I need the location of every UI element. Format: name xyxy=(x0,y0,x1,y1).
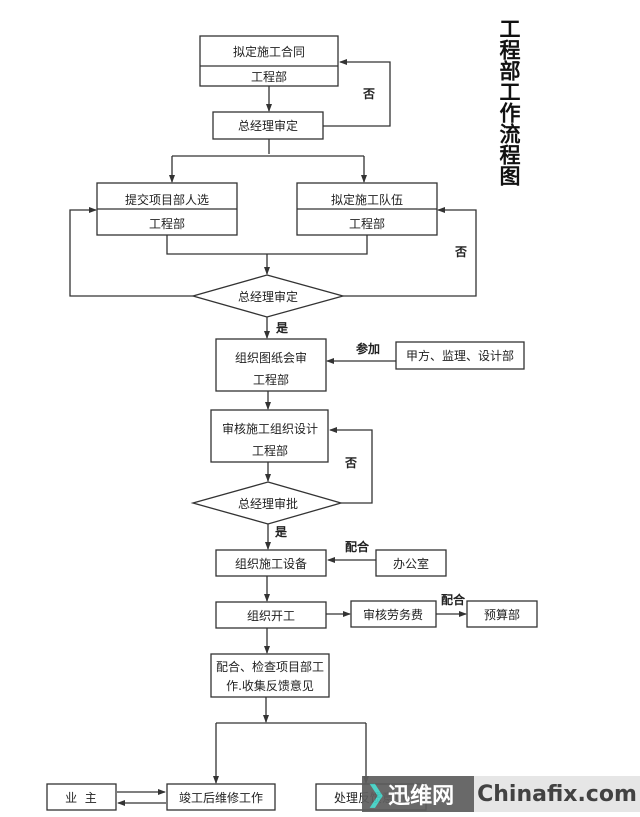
node-design-review: 审核施工组织设计 工程部 xyxy=(210,409,329,463)
chart-title: 工程部工作流程图 xyxy=(497,18,521,186)
node-equipment: 组织施工设备 xyxy=(215,549,327,577)
edge-gm2-reject-left xyxy=(69,207,193,297)
node-office: 办公室 xyxy=(375,549,447,577)
label-yes-1: 是 xyxy=(275,321,289,335)
chevron-right-icon: ❯ xyxy=(366,780,387,808)
node-budget-dept-label: 预算部 xyxy=(484,607,520,622)
node-participants-label: 甲方、监理、设计部 xyxy=(406,348,514,363)
node-labor-cost: 审核劳务费 xyxy=(350,600,437,628)
node-construction-team: 拟定施工队伍 工程部 xyxy=(296,182,438,236)
node-budget-dept: 预算部 xyxy=(466,600,538,628)
node-start-work: 组织开工 xyxy=(215,601,327,629)
node-contract: 拟定施工合同 工程部 xyxy=(199,35,339,87)
node-gm-review-2-label: 总经理审定 xyxy=(238,289,298,304)
edge-gm-approve-reject xyxy=(329,427,373,504)
node-equipment-label: 组织施工设备 xyxy=(235,557,307,571)
node-owner: 业 主 xyxy=(46,783,117,811)
node-gm-approve-label: 总经理审批 xyxy=(238,496,298,511)
node-design-review-line2: 工程部 xyxy=(252,443,288,458)
node-gm-review-1: 总经理审定 xyxy=(212,111,324,140)
label-cooperate-1: 配合 xyxy=(345,539,370,554)
edge-gm2-reject-right xyxy=(343,207,477,297)
node-start-work-label: 组织开工 xyxy=(247,609,295,623)
label-cooperate-2: 配合 xyxy=(441,592,466,607)
node-contract-top: 拟定施工合同 xyxy=(233,44,305,59)
node-maintenance-label: 竣工后维修工作 xyxy=(179,790,263,805)
edge-gm1-reject xyxy=(323,59,391,127)
node-drawing-review: 组织图纸会审 工程部 xyxy=(215,338,327,392)
node-labor-cost-label: 审核劳务费 xyxy=(363,607,423,622)
edge-merge xyxy=(166,235,368,255)
node-contract-bottom: 工程部 xyxy=(251,69,287,84)
node-gm-approve: 总经理审批 xyxy=(190,481,344,525)
node-feedback-line2: 作.收集反馈意见 xyxy=(226,678,314,693)
node-gm-review-1-label: 总经理审定 xyxy=(238,118,298,133)
node-feedback: 配合、检查项目部工 作.收集反馈意见 xyxy=(210,653,330,698)
node-drawing-review-line2: 工程部 xyxy=(253,372,289,387)
watermark-brand-cn-block: ❯ 迅维网 xyxy=(362,776,474,812)
node-project-staff: 提交项目部人选 工程部 xyxy=(96,182,238,236)
node-drawing-review-line1: 组织图纸会审 xyxy=(235,350,307,365)
node-design-review-line1: 审核施工组织设计 xyxy=(222,421,318,436)
watermark: ❯ 迅维网 Chinafix.com xyxy=(362,776,640,812)
watermark-brand-cn: 迅维网 xyxy=(388,784,455,809)
label-participate: 参加 xyxy=(356,341,380,356)
label-no-3: 否 xyxy=(344,456,357,470)
node-participants: 甲方、监理、设计部 xyxy=(395,341,525,370)
label-yes-2: 是 xyxy=(274,525,288,539)
node-gm-review-2: 总经理审定 xyxy=(190,274,346,318)
node-owner-label: 业 主 xyxy=(65,791,97,805)
node-office-label: 办公室 xyxy=(393,556,429,571)
node-project-staff-bottom: 工程部 xyxy=(149,216,185,231)
node-project-staff-top: 提交项目部人选 xyxy=(125,192,209,207)
label-no-1: 否 xyxy=(362,87,375,101)
node-maintenance: 竣工后维修工作 xyxy=(166,783,276,811)
node-construction-team-bottom: 工程部 xyxy=(349,216,385,231)
node-feedback-line1: 配合、检查项目部工 xyxy=(216,659,324,674)
node-construction-team-top: 拟定施工队伍 xyxy=(331,192,403,207)
label-no-2: 否 xyxy=(454,245,467,259)
watermark-brand-en: Chinafix.com xyxy=(474,776,640,812)
